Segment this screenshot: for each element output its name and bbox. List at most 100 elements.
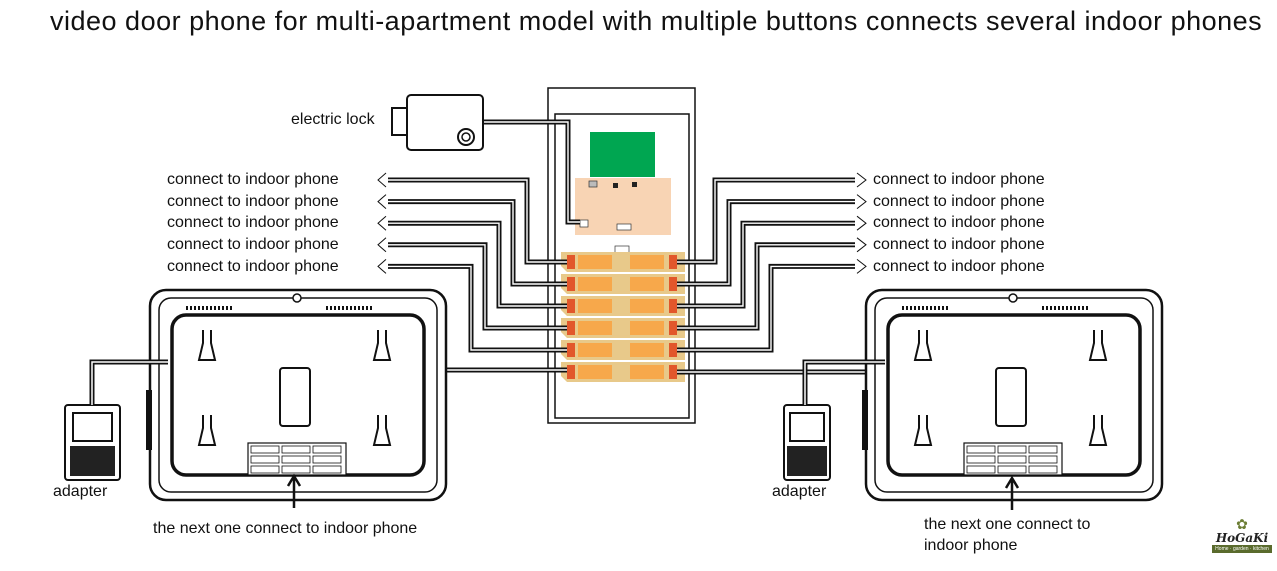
- module-chip: [578, 299, 612, 313]
- terminal: [997, 465, 1027, 474]
- arrow-up-icon: [1004, 475, 1020, 510]
- terminal: [250, 445, 280, 454]
- vent: [218, 306, 220, 310]
- module-connector: [669, 343, 677, 357]
- module-connector: [567, 255, 575, 269]
- terminal: [966, 455, 996, 464]
- vent: [358, 306, 360, 310]
- arrow-left-icon: [377, 194, 387, 209]
- module-chip: [578, 321, 612, 335]
- module-chip: [630, 321, 664, 335]
- board-connector: [613, 183, 618, 188]
- board-connector: [616, 223, 632, 231]
- monitor-recess: [995, 367, 1027, 427]
- vent: [942, 306, 944, 310]
- vent: [1074, 306, 1076, 310]
- side-buttons: [862, 390, 868, 450]
- lock-connector: [579, 219, 589, 228]
- vent: [1058, 306, 1060, 310]
- arrow-left-icon: [377, 259, 387, 274]
- indoor-monitor-right: [862, 288, 1164, 502]
- mounting-hook: [1088, 415, 1108, 446]
- vent: [362, 306, 364, 310]
- mounting-hook: [913, 415, 933, 446]
- vent: [938, 306, 940, 310]
- vent: [1042, 306, 1044, 310]
- module-connector: [567, 321, 575, 335]
- arrow-right-icon: [856, 237, 867, 253]
- vent: [190, 306, 192, 310]
- terminal: [966, 445, 996, 454]
- vent: [222, 306, 224, 310]
- adapter-label-left: adapter: [53, 483, 108, 500]
- vent: [1070, 306, 1072, 310]
- vent: [214, 306, 216, 310]
- terminal: [997, 445, 1027, 454]
- vent: [1046, 306, 1048, 310]
- vent: [1054, 306, 1056, 310]
- module-connector: [567, 299, 575, 313]
- vent: [330, 306, 332, 310]
- arrow-right-icon: [856, 172, 867, 188]
- module-chip: [578, 255, 612, 269]
- mounting-hook: [913, 330, 933, 361]
- module-connector: [669, 299, 677, 313]
- adapter-right: [783, 404, 831, 481]
- vent: [206, 306, 208, 310]
- vent: [946, 306, 948, 310]
- mounting-hook: [197, 330, 217, 361]
- mounting-hook: [372, 330, 392, 361]
- vent: [186, 306, 188, 310]
- vent: [922, 306, 924, 310]
- adapter-label-right: adapter: [772, 483, 827, 500]
- module-connector: [669, 255, 677, 269]
- vent: [1086, 306, 1088, 310]
- vent: [366, 306, 368, 310]
- leaf-house-icon: ✿: [1236, 516, 1248, 532]
- terminal: [281, 465, 311, 474]
- terminal: [966, 465, 996, 474]
- vent: [906, 306, 908, 310]
- arrow-left-icon: [377, 172, 387, 188]
- module-chip: [630, 277, 664, 291]
- indoor-label-left: connect to indoor phone: [167, 214, 339, 231]
- vent: [914, 306, 916, 310]
- vent: [342, 306, 344, 310]
- indoor-label-left: connect to indoor phone: [167, 171, 339, 188]
- module-chip: [578, 365, 612, 379]
- vent: [930, 306, 932, 310]
- vent: [198, 306, 200, 310]
- indoor-monitor-left: [146, 288, 448, 502]
- vent: [202, 306, 204, 310]
- module-connector: [669, 277, 677, 291]
- camera-screen: [590, 132, 655, 177]
- vent: [918, 306, 920, 310]
- vent: [210, 306, 212, 310]
- arrow-left-icon: [377, 215, 387, 231]
- module-chip: [578, 343, 612, 357]
- indoor-label-left: connect to indoor phone: [167, 236, 339, 253]
- side-buttons: [146, 390, 152, 450]
- adapter-left: [64, 404, 121, 481]
- mounting-hook: [1088, 330, 1108, 361]
- electric-lock-label: electric lock: [291, 111, 375, 128]
- module-connector: [567, 343, 575, 357]
- terminal: [1028, 465, 1058, 474]
- indoor-label-right: connect to indoor phone: [873, 258, 1045, 275]
- vent: [194, 306, 196, 310]
- vent: [902, 306, 904, 310]
- logo-name: HoGaKi: [1215, 531, 1269, 545]
- vent: [1050, 306, 1052, 310]
- module-chip: [630, 299, 664, 313]
- terminal: [281, 455, 311, 464]
- logo-tagline: Home · garden · kitchen: [1212, 545, 1272, 553]
- next-phone-label-left: the next one connect to indoor phone: [153, 520, 418, 537]
- arrow-left-icon: [377, 237, 387, 253]
- arrow-up-icon: [286, 473, 302, 508]
- indoor-label-right: connect to indoor phone: [873, 171, 1045, 188]
- terminal: [250, 465, 280, 474]
- monitor-hole: [1008, 293, 1018, 303]
- arrow-right-icon: [856, 259, 867, 274]
- next-phone-label-right-line1: the next one connect to: [924, 516, 1091, 533]
- module-connector: [669, 365, 677, 379]
